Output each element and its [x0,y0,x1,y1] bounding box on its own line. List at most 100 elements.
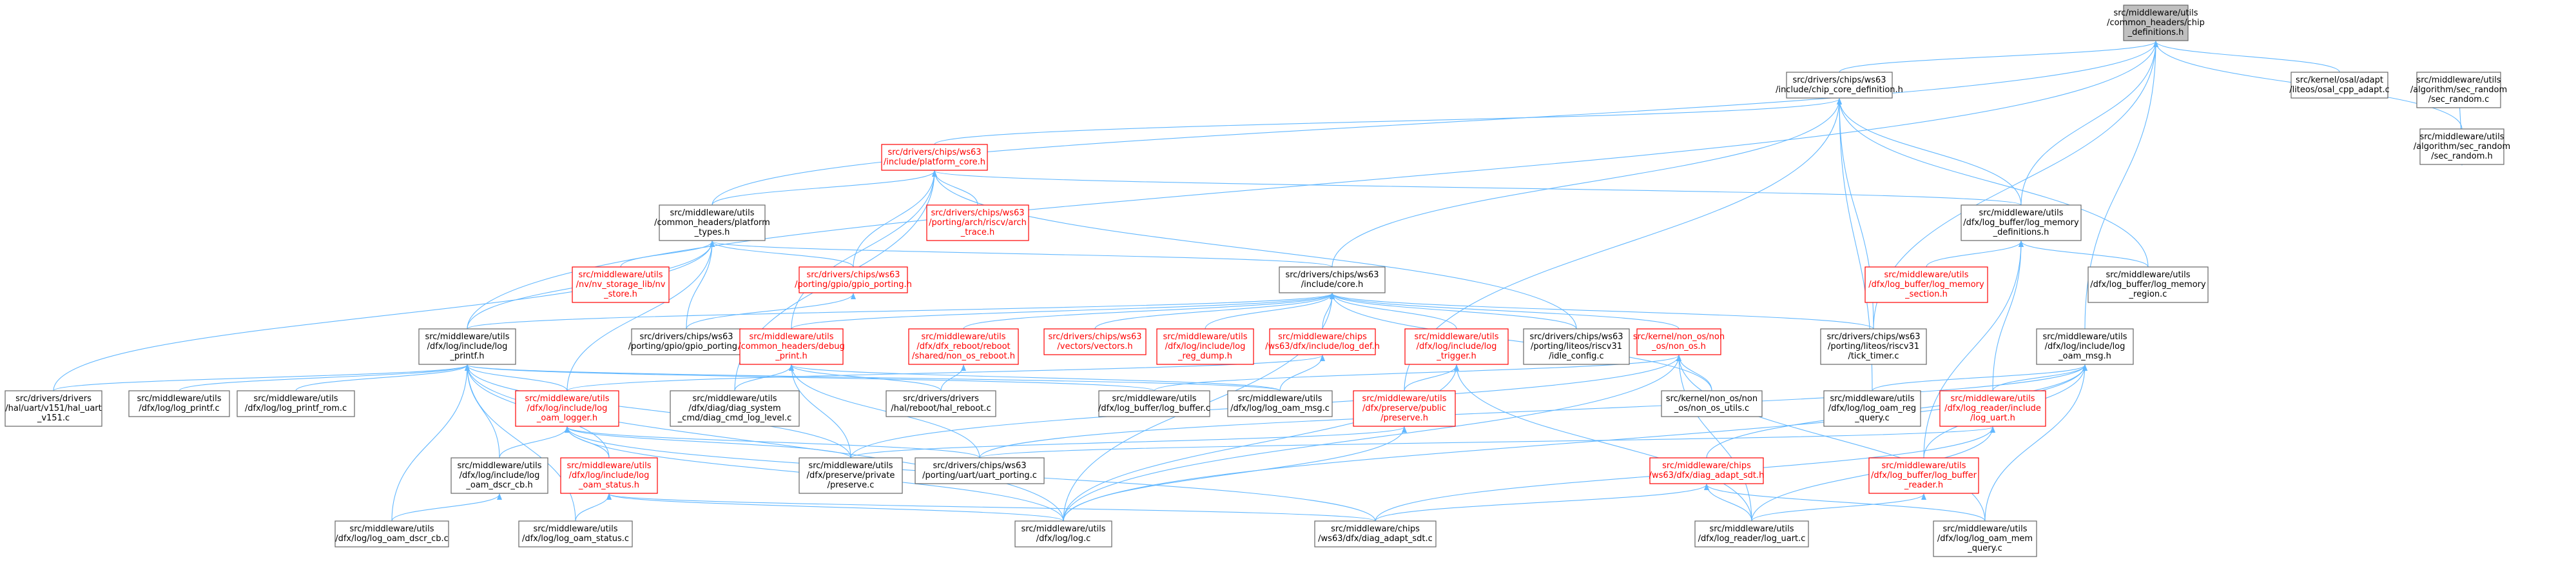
file-node-sec-random-h[interactable]: src/middleware/utils/algorithm/sec_rando… [2414,128,2510,165]
file-node-gpio-porting-h[interactable]: src/drivers/chips/ws63/porting/gpio/gpio… [795,266,912,293]
file-node-log-buffer-memory[interactable]: src/middleware/utils/dfx/log_buffer/log_… [1961,204,2082,241]
node-label-line: _query.c [1854,413,1889,423]
node-label-line: /preserve.c [828,480,875,490]
file-node-non-os-h[interactable]: src/kernel/non_os/non_os/non_os.h [1633,328,1725,355]
node-label-line: /porting/gpio/gpio_porting.h [795,280,912,290]
file-node-log-oam-msg-c[interactable]: src/middleware/utils/dfx/log/log_oam_msg… [1227,390,1333,417]
file-node-log-oam-status-c[interactable]: src/middleware/utils/dfx/log/log_oam_sta… [518,520,633,547]
file-node-diag-adapt-sdt-c[interactable]: src/middleware/chips/ws63/dfx/diag_adapt… [1314,520,1437,547]
file-node-log-memory-region[interactable]: src/middleware/utils/dfx/log_buffer/log_… [2087,266,2209,303]
node-box [1649,457,1764,484]
include-edge [853,170,937,268]
include-edge [1330,293,1577,330]
file-node-debug-print[interactable]: src/middleware/utils/common_headers/debu… [738,328,845,365]
node-label-line: src/drivers/chips/ws63 [931,208,1024,218]
node-label-line: /dfx/log_buffer/log_memory [1963,218,2079,228]
include-edge [963,293,1335,330]
include-edge [1332,98,1842,268]
node-box [2087,266,2209,303]
file-node-log-oam-dscr-cb-h[interactable]: src/middleware/utils/dfx/log/include/log… [450,457,548,494]
include-edge [2019,241,2149,268]
include-edge [1872,364,2087,391]
file-node-reg-dump[interactable]: src/middleware/utils/dfx/log/include/log… [1156,328,1254,365]
file-node-log-printf-h[interactable]: src/middleware/utils/dfx/log/include/log… [418,328,516,365]
file-node-platform-core[interactable]: src/drivers/chips/ws63/include/platform_… [881,144,988,171]
file-node-log-oam-reg-query[interactable]: src/middleware/utils/dfx/log/log_oam_reg… [1823,390,1921,427]
node-box [1786,72,1893,99]
file-node-non-os-utils[interactable]: src/kernel/non_os/non_os/non_os_utils.c [1661,390,1763,417]
file-node-log-oam-status-h[interactable]: src/middleware/utils/dfx/log/include/log… [560,457,658,494]
file-node-log-uart-c[interactable]: src/middleware/utils/dfx/log_reader/log_… [1694,520,1809,547]
file-node-hal-reboot[interactable]: src/drivers/drivers/hal/reboot/hal_reboo… [886,390,996,417]
node-box [1961,204,2082,241]
file-node-nv-storage[interactable]: src/middleware/utils/nv/nv_storage_lib/n… [572,266,670,303]
file-node-log-memory-section[interactable]: src/middleware/utils/dfx/log_buffer/log_… [1864,266,1988,303]
include-edge [979,426,1995,459]
node-label-line: src/middleware/utils [253,394,338,404]
file-node-log-c[interactable]: src/middleware/utils/dfx/log/log.c [1014,520,1112,547]
node-label-line: /include/chip_core_definition.h [1776,85,1903,95]
file-node-osal-cpp[interactable]: src/kernel/osal/adapt/liteos/osal_cpp_ad… [2289,72,2390,99]
node-label-line: src/drivers/chips/ws63 [1285,270,1379,280]
file-node-idle-config[interactable]: src/drivers/chips/ws63/porting/liteos/ri… [1523,328,1630,365]
include-edge [1094,293,1335,330]
node-label-line: src/middleware/utils [1709,524,1794,534]
node-label-line: /dfx/log_reader/log_uart.c [1698,534,1806,544]
file-node-gpio-porting-c[interactable]: src/drivers/chips/ws63/porting/gpio/gpio… [628,328,745,355]
file-node-core-h[interactable]: src/drivers/chips/ws63/include/core.h [1279,266,1386,293]
file-node-uart-porting[interactable]: src/drivers/chips/ws63/porting/uart/uart… [915,457,1045,484]
node-label-line: /porting/gpio/gpio_porting.c [628,342,745,351]
file-node-preserve-public[interactable]: src/middleware/utils/dfx/preserve/public… [1353,390,1456,427]
node-label-line: _oam_msg.h [2058,351,2111,361]
file-node-chip-core[interactable]: src/drivers/chips/ws63/include/chip_core… [1776,72,1903,99]
node-box [1636,328,1721,355]
include-edge [606,493,1376,522]
node-label-line: src/drivers/chips/ws63 [639,332,733,342]
node-label-line: /ws63/dfx/include/log_def.h [1265,342,1380,351]
node-label-line: /algorithm/sec_random [2410,85,2507,95]
file-node-platform-types[interactable]: src/middleware/utils/common_headers/plat… [654,204,770,241]
file-node-log-reader-uart-h[interactable]: src/middleware/utils/dfx/log_reader/incl… [1939,390,2046,427]
node-box [1353,390,1456,427]
file-node-log-def[interactable]: src/middleware/chips/ws63/dfx/include/lo… [1265,328,1380,355]
file-node-log-buffer-c[interactable]: src/middleware/utils/dfx/log_buffer/log_… [1098,390,1210,417]
include-edge [606,493,1064,522]
file-nodes: src/middleware/utils/common_headers/chip… [5,5,2510,557]
file-node-arch-trace[interactable]: src/drivers/chips/ws63/porting/arch/risc… [926,204,1029,241]
node-box [2036,328,2134,365]
file-node-vectors[interactable]: src/drivers/chips/ws63/vectors/vectors.h [1043,328,1147,355]
include-edge [575,493,612,522]
file-node-diag-cmd-log[interactable]: src/middleware/utils/dfx/diag/diag_syste… [670,390,800,427]
include-edge [53,364,470,391]
file-node-log-oam-dscr-cb-c[interactable]: src/middleware/utils/dfx/log/log_oam_dsc… [334,520,449,547]
node-box [2290,72,2388,99]
file-node-log-buffer-reader[interactable]: src/middleware/utils/dfx/log_buffer/log_… [1868,457,1979,494]
include-edge [789,364,851,459]
file-node-log-oam-msg-h[interactable]: src/middleware/utils/dfx/log/include/log… [2036,328,2134,365]
node-box [518,520,633,547]
node-label-line: /dfx/log/log_oam_reg [1828,404,1916,413]
file-node-preserve-c[interactable]: src/middleware/utils/dfx/preserve/privat… [799,457,903,494]
node-box [670,390,800,427]
node-label-line: /dfx/log/include/log [569,471,650,480]
include-edge [1063,355,1681,522]
file-node-log-printf-c[interactable]: src/middleware/utils/dfx/log/log_printf.… [128,390,230,417]
include-edge [1063,364,2087,522]
file-node-diag-adapt-sdt-h[interactable]: src/middleware/chips/ws63/dfx/diag_adapt… [1649,457,1765,484]
node-label-line: /hal/reboot/hal_reboot.c [891,404,991,413]
file-node-log-printf-rom[interactable]: src/middleware/utils/dfx/log/log_printf_… [237,390,355,417]
node-label-line: /dfx/log_reader/include [1944,404,2041,413]
node-label-line: _store.h [603,290,637,299]
file-node-tick-timer[interactable]: src/drivers/chips/ws63/porting/liteos/ri… [1820,328,1927,365]
file-node-log-oam-mem-query[interactable]: src/middleware/utils/dfx/log/log_oam_mem… [1933,520,2037,557]
file-node-root[interactable]: src/middleware/utils/common_headers/chip… [2107,5,2205,41]
file-node-sec-random-c[interactable]: src/middleware/utils/algorithm/sec_rando… [2410,72,2507,108]
file-node-oam-logger[interactable]: src/middleware/utils/dfx/log/include/log… [515,390,619,427]
file-node-dfx-reboot[interactable]: src/middleware/utils/dfx/dfx_reboot/rebo… [908,328,1019,365]
include-edge [465,364,851,459]
node-box [2123,5,2189,41]
node-box [1269,328,1376,355]
node-label-line: /common_headers/platform [654,218,770,228]
file-node-log-trigger[interactable]: src/middleware/utils/dfx/log/include/log… [1404,328,1509,365]
file-node-hal-uart[interactable]: src/drivers/drivers/hal/uart/v151/hal_ua… [5,390,102,427]
